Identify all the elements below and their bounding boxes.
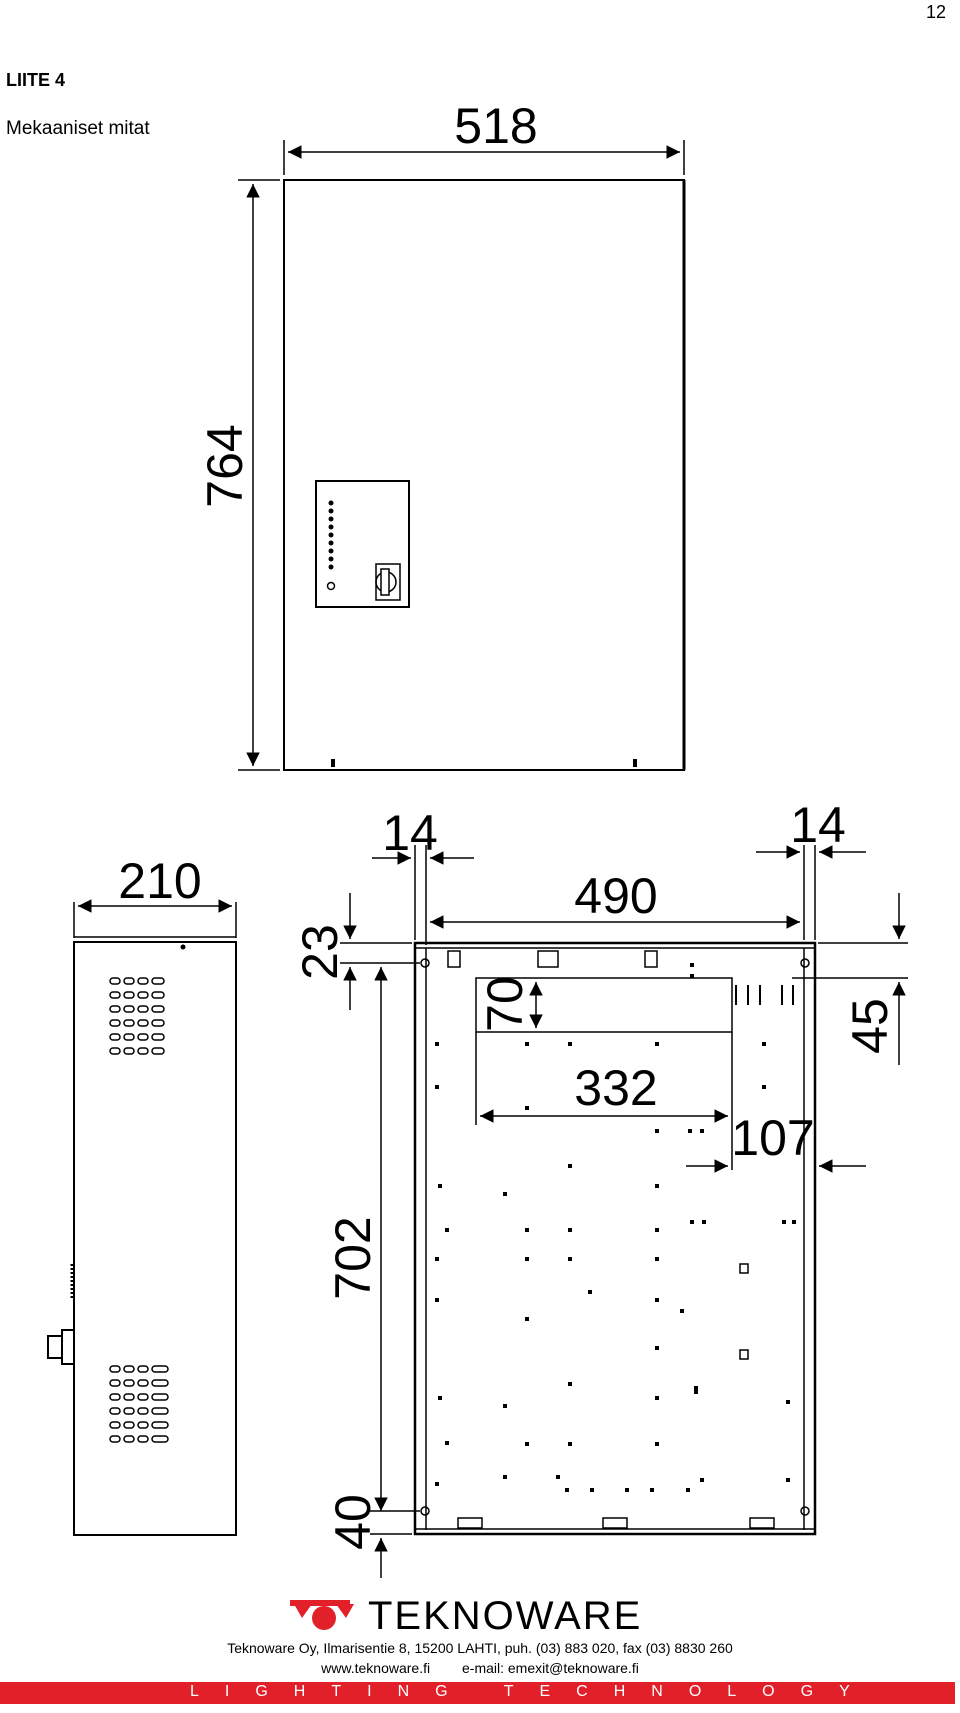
dim-front-height: 764 <box>197 424 253 507</box>
main-switch-icon <box>375 563 401 601</box>
mechanical-drawing: 518 764 210 <box>47 98 908 1578</box>
appendix-title: LIITE 4 <box>6 70 66 90</box>
tagline: LIGHTING TECHNOLOGY <box>190 1683 876 1700</box>
tagline-bar <box>0 1682 955 1704</box>
front-view: 518 764 <box>197 98 686 771</box>
email-text[interactable]: e-mail: emexit@teknoware.fi <box>462 1660 639 1676</box>
brand-name: TEKNOWARE <box>368 1594 643 1638</box>
page-number: 12 <box>925 2 946 22</box>
appendix-subtitle: Mekaaniset mitat <box>6 118 150 139</box>
vent-slots-bottom <box>109 1365 169 1443</box>
dim-cutout-width: 332 <box>574 1060 657 1116</box>
dim-inner-height: 702 <box>325 1216 381 1299</box>
company-logo <box>290 1596 366 1636</box>
vent-slots-top <box>109 977 165 1055</box>
mounting-holes <box>420 950 810 1529</box>
company-address: Teknoware Oy, Ilmarisentie 8, 15200 LAHT… <box>227 1640 733 1656</box>
dim-back-margin-left: 14 <box>382 805 438 861</box>
website-text[interactable]: www.teknoware.fi <box>321 1660 431 1676</box>
dim-cutout-height: 70 <box>477 976 533 1032</box>
dim-front-width: 518 <box>454 98 537 154</box>
dim-back-inner-width: 490 <box>574 868 657 924</box>
side-view: 210 <box>47 853 237 1536</box>
contact-row: www.teknoware.fi e-mail: emexit@teknowar… <box>0 1660 960 1676</box>
indicator-leds <box>326 500 336 591</box>
dim-back-margin-right: 14 <box>790 797 846 853</box>
back-view: 14 14 490 23 45 70 332 107 <box>292 797 908 1578</box>
dim-cutout-right: 107 <box>731 1110 814 1166</box>
mounting-points <box>435 963 796 1492</box>
dim-bottom-offset: 40 <box>325 1494 381 1550</box>
terminal-pins <box>735 985 794 1005</box>
dim-right-top-offset: 45 <box>842 998 898 1054</box>
side-switch-icon <box>47 1264 75 1365</box>
dim-side-depth: 210 <box>118 853 201 909</box>
dim-top-offset: 23 <box>292 924 348 980</box>
